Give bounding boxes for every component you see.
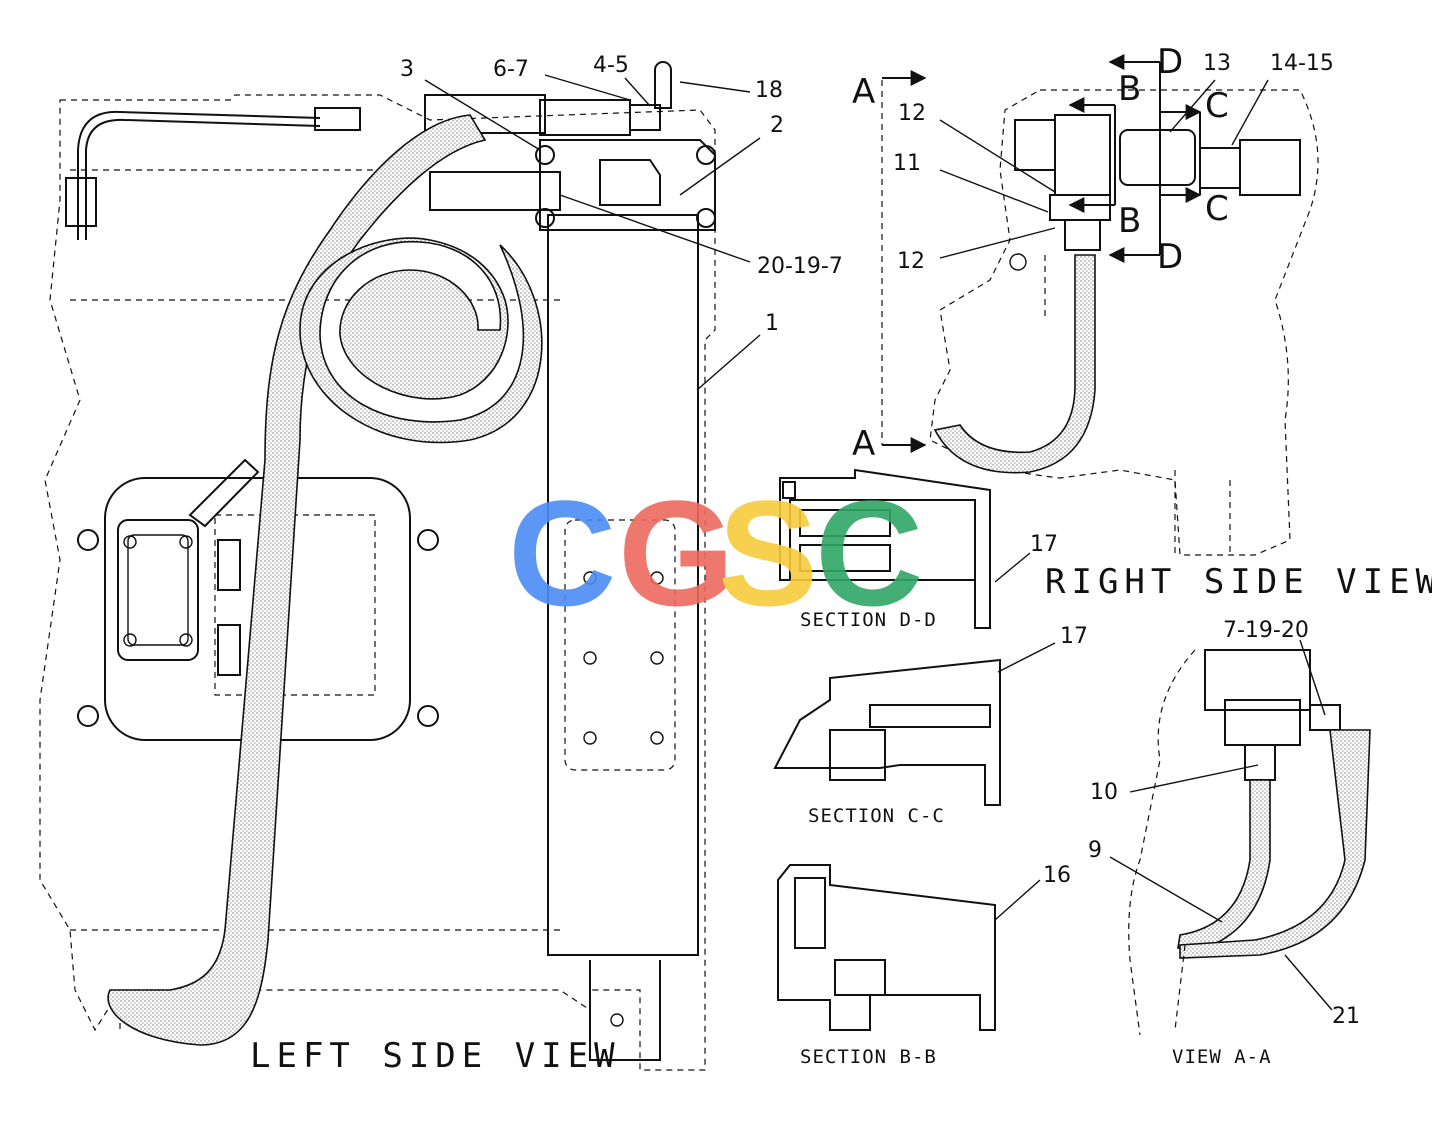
watermark-letter-3: S	[718, 469, 818, 637]
callout-17-middle: 17	[1060, 624, 1088, 649]
cgsc-watermark: C G S C	[508, 469, 923, 637]
callout-13: 13	[1203, 51, 1231, 76]
cut-d-top: D	[1157, 42, 1183, 82]
view-a-a-title: VIEW A-A	[1172, 1046, 1272, 1068]
section-b-b-title: SECTION B-B	[800, 1046, 937, 1068]
section-b-b-drawing	[777, 864, 996, 1031]
oil-cooler-housing	[547, 214, 699, 956]
cut-markers: A A B B C C D D	[852, 42, 1229, 464]
callout-10: 10	[1090, 780, 1118, 805]
callout-12-top: 12	[898, 101, 926, 126]
valve-body	[1054, 114, 1111, 196]
callout-1: 1	[765, 311, 779, 336]
section-c-c-title: SECTION C-C	[808, 805, 945, 827]
watermark-letter-4: C	[815, 469, 923, 637]
cut-a-top: A	[852, 72, 875, 112]
callout-16: 16	[1043, 863, 1071, 888]
section-c-c-drawing	[773, 658, 1001, 806]
callouts: 3 6-7 4-5 18 2 20-19-7 1 12 11 12 13 14-…	[400, 51, 1360, 1029]
callout-21: 21	[1332, 1004, 1360, 1029]
callout-12-bottom: 12	[897, 249, 925, 274]
callout-6-7: 6-7	[493, 57, 529, 82]
fitting-20-19-7	[429, 171, 561, 211]
filter-head	[539, 139, 716, 231]
left-side-view-title: LEFT SIDE VIEW	[250, 1036, 621, 1076]
watermark-letter-2: G	[618, 469, 735, 637]
hose-3	[107, 114, 487, 1046]
hose-9	[1177, 779, 1271, 951]
cut-b-bottom: B	[1118, 201, 1141, 241]
callout-3: 3	[400, 57, 414, 82]
fitting-6-7	[539, 99, 631, 136]
plug-18	[654, 61, 672, 109]
callout-20-19-7: 20-19-7	[757, 254, 843, 279]
callout-2: 2	[770, 113, 784, 138]
callout-17-top: 17	[1030, 532, 1058, 557]
cut-c-bottom: C	[1205, 189, 1229, 229]
hose-21	[1179, 729, 1371, 959]
watermark-letter-1: C	[508, 469, 616, 637]
callout-9: 9	[1088, 838, 1102, 863]
engine-block-outline	[39, 94, 716, 1071]
callout-14-15: 14-15	[1270, 51, 1334, 76]
callout-7-19-20: 7-19-20	[1223, 618, 1309, 643]
callout-4-5: 4-5	[593, 53, 629, 78]
right-side-view-title: RIGHT SIDE VIEW	[1045, 562, 1432, 602]
cut-d-bottom: D	[1157, 237, 1183, 277]
right-view-outline	[929, 89, 1319, 556]
leader-lines	[424, 74, 1333, 1011]
cut-b-top: B	[1118, 69, 1141, 109]
cut-c-top: C	[1205, 86, 1229, 126]
callout-11: 11	[893, 151, 921, 176]
left-side-view	[39, 61, 716, 1071]
right-side-view	[881, 54, 1319, 556]
hose-right	[933, 254, 1096, 474]
callout-18: 18	[755, 78, 783, 103]
view-titles: LEFT SIDE VIEW RIGHT SIDE VIEW SECTION D…	[250, 562, 1432, 1076]
hose-coil	[299, 237, 543, 444]
section-d-d-drawing	[779, 468, 991, 629]
section-d-d-title: SECTION D-D	[800, 609, 937, 631]
cut-a-bottom: A	[852, 424, 875, 464]
view-a-a-drawing	[1128, 649, 1371, 1036]
